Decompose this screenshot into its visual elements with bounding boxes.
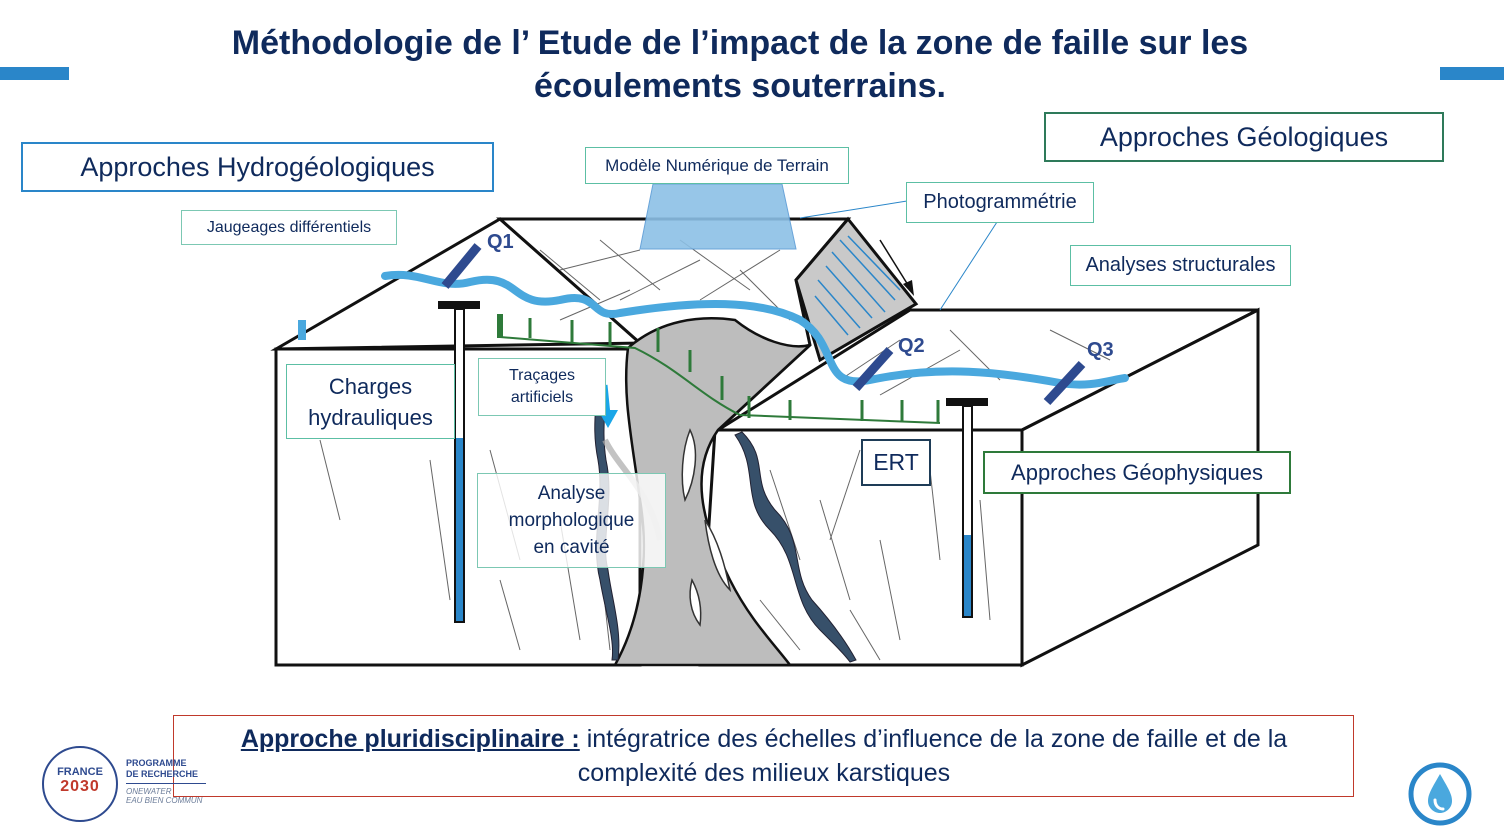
fault-scarp (794, 216, 919, 363)
box-analyses-structurales: Analyses structurales (1070, 245, 1291, 286)
analyse-label-1: Analyse (537, 483, 606, 504)
box-mnt: Modèle Numérique de Terrain (585, 147, 849, 184)
programme-divider (126, 783, 206, 784)
box-analyse-morphologique: Analyse morphologique en cavité (477, 473, 666, 568)
bottom-statement-box (173, 715, 1354, 797)
scarp-striations (814, 235, 901, 336)
logo-year: 2030 (60, 778, 100, 795)
piezometer-right (946, 398, 988, 618)
bottom-text-1: intégratrice des échelles d’influence de… (579, 725, 1288, 753)
analyse-label-2: morphologique (508, 510, 635, 531)
left-accent-bar (0, 67, 69, 80)
jaugeages-label: Jaugeages différentiels (206, 218, 372, 236)
bottom-lead: Approche pluridisciplinaire : (240, 725, 580, 753)
tracages-label-1: Traçages (508, 367, 576, 384)
ert-label: ERT (873, 449, 919, 475)
right-accent-bar (1440, 67, 1504, 80)
programme-line-2: DE RECHERCHE (126, 769, 199, 779)
programme-text: PROGRAMME DE RECHERCHE (126, 758, 198, 780)
fault-lenses (681, 428, 732, 627)
box-charges-hydrauliques: Charges hydrauliques (286, 364, 455, 439)
label-q1: Q1 (487, 231, 514, 253)
title-line-1: Méthodologie de l’ Etude de l’impact de … (231, 24, 1249, 62)
tagline-text: ONEWATER EAU BIEN COMMUN (126, 787, 202, 805)
logo-france: FRANCE (57, 766, 103, 778)
charges-label-1: Charges (328, 373, 413, 399)
bottom-statement: Approche pluridisciplinaire : intégratri… (175, 722, 1353, 790)
ert-profile-line (499, 336, 941, 424)
page-title: Méthodologie de l’ Etude de l’impact de … (100, 22, 1380, 108)
box-photogrammetrie: Photogrammétrie (906, 182, 1094, 223)
spring-marker (298, 320, 306, 340)
hydro-label: Approches Hydrogéologiques (80, 151, 435, 182)
geophysiques-label: Approches Géophysiques (1011, 459, 1263, 485)
box-approches-hydrogeologiques: Approches Hydrogéologiques (21, 142, 494, 192)
gauge-q2 (852, 346, 894, 392)
label-q3: Q3 (1087, 339, 1114, 361)
programme-line-1: PROGRAMME (126, 758, 187, 768)
box-approches-geophysiques: Approches Géophysiques (983, 451, 1291, 494)
ert-electrodes (497, 314, 940, 423)
box-ert: ERT (861, 439, 931, 486)
scarp-arrow-head (903, 280, 914, 296)
photogrammetrie-label: Photogrammétrie (923, 191, 1077, 213)
geologiques-label: Approches Géologiques (1099, 121, 1389, 152)
tagline-line-1: ONEWATER (126, 787, 172, 796)
photogrammetry-leader-2 (939, 221, 998, 311)
france-2030-logo: FRANCE 2030 (42, 746, 118, 822)
scarp-arrow (879, 239, 909, 286)
box-approches-geologiques: Approches Géologiques (1044, 112, 1444, 162)
title-line-2: écoulements souterrains. (534, 67, 946, 105)
analyse-label-3: en cavité (533, 537, 610, 558)
charges-label-2: hydrauliques (308, 404, 433, 430)
bottom-text-2: complexité des milieux karstiques (577, 759, 951, 787)
dem-shape (639, 183, 797, 250)
fracture-lines (319, 239, 1111, 661)
label-q2: Q2 (898, 335, 925, 357)
tagline-line-2: EAU BIEN COMMUN (126, 796, 203, 805)
river (381, 270, 1129, 389)
gauge-q1 (441, 243, 482, 289)
piezometer-left (438, 301, 480, 623)
gauge-q3 (1043, 360, 1086, 406)
box-tracages-artificiels: Traçages artificiels (478, 358, 606, 416)
photogrammetry-leader-1 (799, 200, 908, 219)
structurales-label: Analyses structurales (1085, 254, 1276, 276)
mnt-label: Modèle Numérique de Terrain (605, 155, 829, 175)
tracages-label-2: artificiels (510, 389, 574, 406)
box-jaugeages: Jaugeages différentiels (181, 210, 397, 245)
water-drop-logo (1408, 762, 1472, 826)
